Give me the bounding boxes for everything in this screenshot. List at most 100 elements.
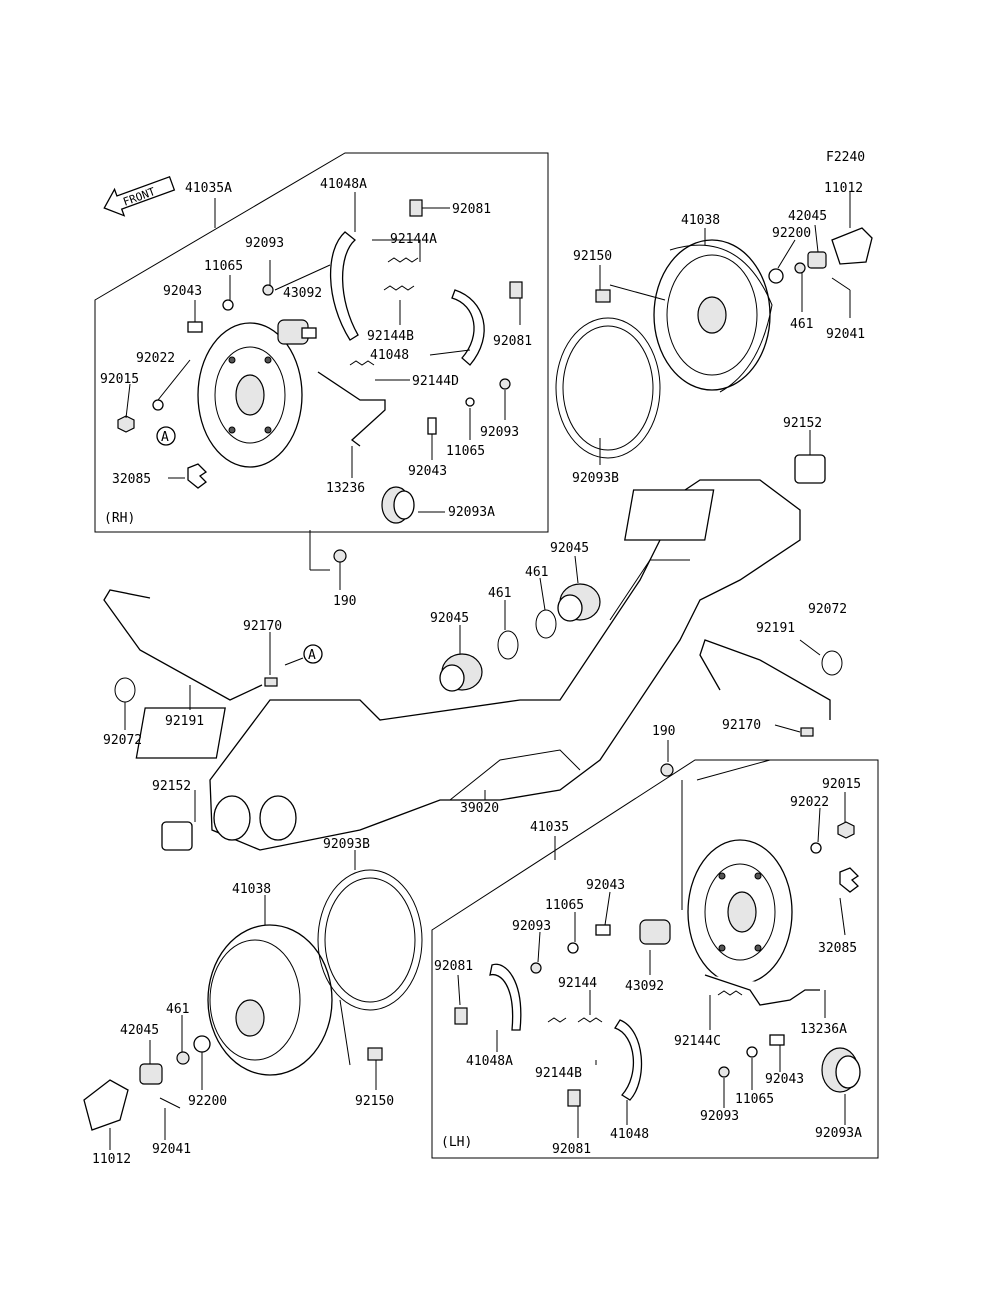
callout-92191-right: 92191 <box>756 621 795 636</box>
cap-11012-top <box>831 227 873 265</box>
lh-clip-92081-left <box>454 1007 468 1025</box>
bolt-92150-top <box>595 289 611 303</box>
pin-92041-bottom <box>159 1097 181 1109</box>
clamp-92170-right <box>800 727 814 737</box>
callout-11065-lh-bottom: 11065 <box>735 1092 774 1107</box>
callout-92200-top: 92200 <box>772 226 811 241</box>
callout-92093b-bottom: 92093B <box>323 837 370 852</box>
callout-92045-lower: 92045 <box>430 611 469 626</box>
callout-92022-rh: 92022 <box>136 351 175 366</box>
rh-washer-11065-mid <box>465 397 475 407</box>
drum-41038-bottom <box>207 924 333 1076</box>
callout-11065-lh-top: 11065 <box>545 898 584 913</box>
leader-lines <box>109 192 851 1150</box>
callout-92043-rh-left: 92043 <box>163 284 202 299</box>
washer-92200-bottom <box>193 1035 211 1053</box>
callout-43092-lh: 43092 <box>625 979 664 994</box>
callout-11012-bottom: 11012 <box>92 1152 131 1167</box>
callout-190-top: 190 <box>333 594 356 609</box>
breather-hose-92191-right <box>699 639 761 691</box>
callout-92072-right: 92072 <box>808 602 847 617</box>
callout-42045-bottom: 42045 <box>120 1023 159 1038</box>
bolt-190-mid <box>660 763 674 777</box>
callout-41048-lh: 41048 <box>610 1127 649 1142</box>
ring-461-upper <box>535 609 557 639</box>
rh-wheel-cylinder <box>277 319 317 345</box>
callout-32085-rh: 32085 <box>112 472 151 487</box>
callout-92081-lh-bottom: 92081 <box>552 1142 591 1157</box>
callout-39020: 39020 <box>460 801 499 816</box>
breather-hose-92191-left <box>103 589 263 701</box>
washer-461-top <box>794 262 806 274</box>
rh-nut-92093 <box>262 284 274 296</box>
callout-13236: 13236 <box>326 481 365 496</box>
rh-spring-92144d <box>349 360 375 366</box>
reference-mark-a-rh: A <box>156 426 176 446</box>
bolt-92150-bottom <box>367 1047 383 1061</box>
rh-section-label: (RH) <box>104 511 135 526</box>
callout-190-mid: 190 <box>652 724 675 739</box>
drum-41038-top <box>653 239 773 393</box>
callout-92144c: 92144C <box>674 1034 721 1049</box>
lh-brake-shoe-41048a <box>489 963 522 1031</box>
lh-nut-92015 <box>837 821 855 839</box>
callout-92152-top: 92152 <box>783 416 822 431</box>
callout-92152-left: 92152 <box>152 779 191 794</box>
callout-92150-bottom: 92150 <box>355 1094 394 1109</box>
pin-92041-top <box>831 277 851 291</box>
rh-brake-assembly-box <box>94 152 549 533</box>
callout-92093-rh-mid: 92093 <box>480 425 519 440</box>
callout-42045-top: 42045 <box>788 209 827 224</box>
bolt-190-top <box>333 549 347 563</box>
clamp-92072-right <box>821 650 843 676</box>
clamp-92072-left <box>114 677 136 703</box>
callout-41038-bottom: 41038 <box>232 882 271 897</box>
svg-text:A: A <box>308 648 316 663</box>
callout-92093-rh-top: 92093 <box>245 236 284 251</box>
callout-92144b-rh: 92144B <box>367 329 414 344</box>
rh-nut-92015 <box>117 415 135 433</box>
callout-92144: 92144 <box>558 976 597 991</box>
callout-92144b-lh: 92144B <box>535 1066 582 1081</box>
rh-pin-92043 <box>187 321 203 333</box>
bearing-92045-lower <box>439 653 483 692</box>
ring-461-lower <box>497 630 519 660</box>
callout-92144d: 92144D <box>412 374 459 389</box>
figure-code: F2240 <box>826 150 865 165</box>
lh-clip-32085 <box>839 867 860 893</box>
lh-spring-92144c <box>717 990 743 996</box>
cap-11012-bottom <box>83 1079 129 1131</box>
rh-brake-shoe-41048 <box>451 289 485 366</box>
nut-42045-top <box>807 251 827 269</box>
svg-text:A: A <box>161 430 169 445</box>
callout-92041-bottom: 92041 <box>152 1142 191 1157</box>
rh-brake-shoe-41048a <box>329 231 359 341</box>
callout-92043-rh-mid: 92043 <box>408 464 447 479</box>
callout-41048a-lh: 41048A <box>466 1054 513 1069</box>
callout-92144a: 92144A <box>390 232 437 247</box>
clamp-92170-left <box>264 677 278 687</box>
callout-11012-top: 11012 <box>824 181 863 196</box>
callout-461-top: 461 <box>790 317 813 332</box>
callout-92170-left: 92170 <box>243 619 282 634</box>
callout-41048a-rh: 41048A <box>320 177 367 192</box>
rh-backing-plate <box>197 322 303 468</box>
bushing-92152-left <box>161 821 193 851</box>
callout-92041-top: 92041 <box>826 327 865 342</box>
axle-housing-39020 <box>135 479 801 851</box>
lh-wheel-cylinder <box>639 919 671 945</box>
callout-92081-lh-left: 92081 <box>434 959 473 974</box>
callout-41038-top: 41038 <box>681 213 720 228</box>
lh-brake-shoe-41048 <box>614 1019 643 1101</box>
lh-clip-92081-bottom <box>567 1089 581 1107</box>
rh-clip-92081-top <box>409 199 423 217</box>
seal-ring-92093b-top <box>555 317 661 459</box>
lh-seal-92093a <box>821 1047 861 1093</box>
rh-spring-92144a <box>387 257 419 263</box>
callout-43092-rh: 43092 <box>283 286 322 301</box>
reference-mark-a-mid: A <box>303 644 323 664</box>
rh-lever-13236 <box>317 371 386 447</box>
lh-washer-92022 <box>810 842 822 854</box>
callout-92072-left: 92072 <box>103 733 142 748</box>
bearing-92045-upper <box>557 583 601 622</box>
